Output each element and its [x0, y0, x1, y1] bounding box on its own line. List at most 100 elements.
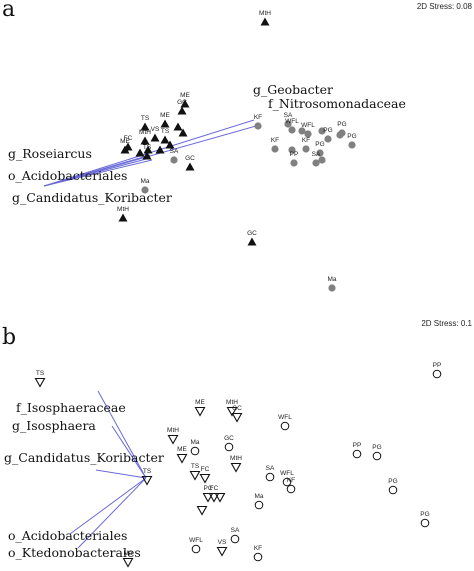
data-point — [318, 156, 326, 164]
data-point — [191, 544, 201, 554]
point-label: FC — [210, 485, 219, 492]
point-label: TS — [191, 463, 200, 470]
point-label: SA — [231, 527, 240, 534]
data-point — [324, 135, 332, 143]
data-point — [141, 475, 153, 486]
point-label: FC — [124, 135, 133, 142]
data-point — [372, 451, 382, 461]
vector-label-o-acidobacteriales: o_Acidobacteriales — [8, 528, 127, 543]
data-point — [254, 500, 264, 510]
data-point — [280, 421, 290, 431]
data-point — [118, 213, 128, 222]
data-point — [316, 149, 324, 157]
point-label: KF — [254, 545, 262, 552]
point-label: Ma — [190, 439, 199, 446]
point-label: SA — [170, 148, 179, 155]
point-label: GC — [232, 405, 242, 412]
point-label: WFL — [189, 537, 203, 544]
data-point — [288, 126, 296, 134]
vector-label-g-roseiarcus: g_Roseiarcus — [8, 146, 92, 161]
data-point — [282, 477, 292, 487]
point-label: FC — [201, 466, 210, 473]
data-point — [122, 557, 134, 568]
data-point — [170, 156, 178, 164]
data-point — [199, 473, 211, 484]
data-point — [189, 470, 201, 481]
data-point — [150, 133, 160, 142]
panel-a-letter: a — [2, 0, 15, 22]
point-label: TS — [36, 370, 45, 377]
point-label: PG — [323, 127, 332, 134]
data-point — [178, 128, 188, 137]
data-point — [290, 159, 298, 167]
point-label: SA — [312, 151, 321, 158]
point-label: ME — [195, 399, 205, 406]
data-point — [420, 518, 430, 528]
data-point — [143, 145, 153, 154]
point-label: Ma — [254, 493, 263, 500]
point-label: WFL — [280, 470, 294, 477]
vector-label-g-geobacter: g_Geobacter — [253, 82, 333, 97]
point-label: PC — [203, 485, 212, 492]
point-label: MtH — [226, 399, 238, 406]
point-label: Ma — [327, 276, 336, 283]
data-point — [302, 145, 310, 153]
point-label: WFL — [285, 118, 299, 125]
data-point — [265, 472, 275, 482]
point-label: TS — [161, 128, 170, 135]
panel-b-letter: b — [2, 325, 16, 350]
point-label: SA — [266, 465, 275, 472]
data-point — [328, 284, 336, 292]
data-point — [173, 122, 183, 131]
panel-a-stress-label: 2D Stress: 0.08 — [417, 2, 473, 11]
data-point — [155, 145, 165, 154]
vector-line — [97, 390, 147, 479]
data-point — [254, 122, 262, 130]
data-point — [34, 377, 46, 388]
panel-b-stress-label: 2D Stress: 0.1 — [421, 319, 472, 328]
point-label: WFL — [278, 414, 292, 421]
data-point — [348, 141, 356, 149]
point-label: Ma — [123, 550, 132, 557]
point-label: KF — [287, 477, 295, 484]
data-point — [231, 412, 243, 423]
data-point — [432, 369, 442, 379]
point-label: KF — [254, 114, 262, 121]
data-point — [185, 162, 195, 171]
vector-label-g-candidatus-koribacter: g_Candidatus_Koribacter — [12, 190, 172, 205]
data-point — [271, 145, 279, 153]
data-point — [141, 186, 149, 194]
data-point — [177, 106, 187, 115]
data-point — [388, 485, 398, 495]
data-point — [286, 484, 296, 494]
data-point — [135, 148, 145, 157]
point-label: PG — [420, 511, 429, 518]
data-point — [196, 505, 208, 516]
point-label: TS — [141, 115, 150, 122]
data-point — [160, 135, 170, 144]
vector-line — [95, 469, 147, 479]
point-label: KF — [271, 137, 279, 144]
point-label: MtH — [259, 10, 271, 17]
point-label: GC — [247, 230, 257, 237]
vector-label-f-isosphaeraceae: f_Isosphaeraceae — [16, 400, 126, 415]
data-point — [194, 406, 206, 417]
data-point — [176, 453, 188, 464]
point-label: PG — [372, 444, 381, 451]
data-point — [318, 127, 326, 135]
data-point — [284, 120, 292, 128]
data-point — [226, 406, 238, 417]
point-label: PP — [353, 442, 362, 449]
point-label: ME — [177, 446, 187, 453]
data-point — [202, 492, 214, 503]
point-label: MtH — [230, 455, 242, 462]
point-label: PP — [290, 151, 299, 158]
point-label: MtH — [167, 427, 179, 434]
point-label: TS — [143, 144, 152, 151]
vector-line — [69, 477, 147, 535]
data-point — [253, 552, 263, 562]
vector-label-g-isosphaera: g_Isosphaera — [12, 418, 96, 433]
vector-label-o-acidobacteriales: o_Acidobacteriales — [8, 168, 127, 183]
